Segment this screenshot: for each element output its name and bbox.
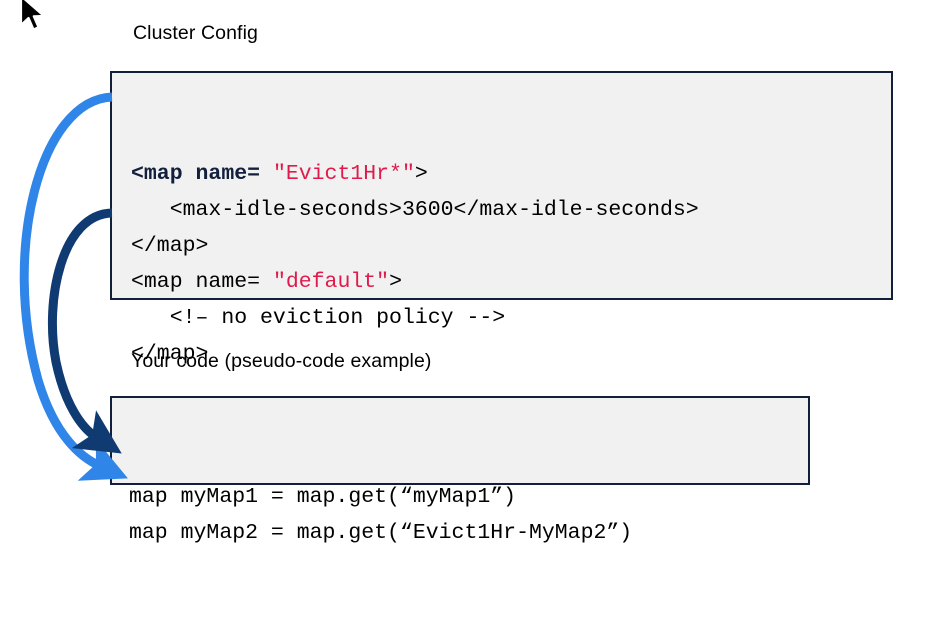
cluster-config-label: Cluster Config — [133, 22, 258, 44]
code-line: <!– no eviction policy --> — [131, 300, 699, 336]
code-token-plain: > — [389, 270, 402, 294]
cluster-config-code-block: <map name= "Evict1Hr*"> <max-idle-second… — [110, 71, 893, 366]
code-token-string: "Evict1Hr*" — [272, 162, 415, 186]
code-line: map myMap1 = map.get(“myMap1”) — [129, 479, 632, 515]
code-token-plain: </map> — [131, 234, 209, 258]
diagram-canvas: Cluster Config <map name= "Evict1Hr*"> <… — [19, 0, 893, 545]
arrow-evict1hr-to-mymap2 — [19, 92, 128, 481]
code-token-string: "default" — [272, 270, 390, 294]
code-line: map myMap2 = map.get(“Evict1Hr-MyMap2”) — [129, 515, 632, 551]
your-code-code-lines: map myMap1 = map.get(“myMap1”) map myMap2… — [129, 407, 632, 623]
code-token-plain: </map> — [131, 342, 209, 366]
code-line: <map name= "Evict1Hr*"> — [131, 156, 699, 192]
code-token-plain: <map name= — [131, 270, 273, 294]
code-token-comment: <!– no eviction policy --> — [131, 306, 506, 330]
your-code-code-block: map myMap1 = map.get(“myMap1”) map myMap2… — [110, 396, 810, 545]
code-token-tag: <map name= — [131, 162, 273, 186]
code-token-plain: <max-idle-seconds>3600</max-idle-seconds… — [131, 198, 699, 222]
code-token-plain: map myMap2 = map.get(“Evict1Hr-MyMap2”) — [129, 521, 633, 545]
code-line: </map> — [131, 336, 699, 372]
code-line: </map> — [131, 228, 699, 264]
code-line: <max-idle-seconds>3600</max-idle-seconds… — [131, 192, 699, 228]
mouse-pointer-icon — [19, 0, 46, 31]
arrow-default-to-mymap1 — [47, 208, 122, 454]
cluster-config-code-lines: <map name= "Evict1Hr*"> <max-idle-second… — [131, 84, 699, 444]
code-token-plain: map myMap1 = map.get(“myMap1”) — [129, 485, 517, 509]
code-token-plain: > — [414, 162, 428, 186]
your-code-label: Your code (pseudo-code example) — [131, 350, 432, 372]
code-line: <map name= "default"> — [131, 264, 699, 300]
